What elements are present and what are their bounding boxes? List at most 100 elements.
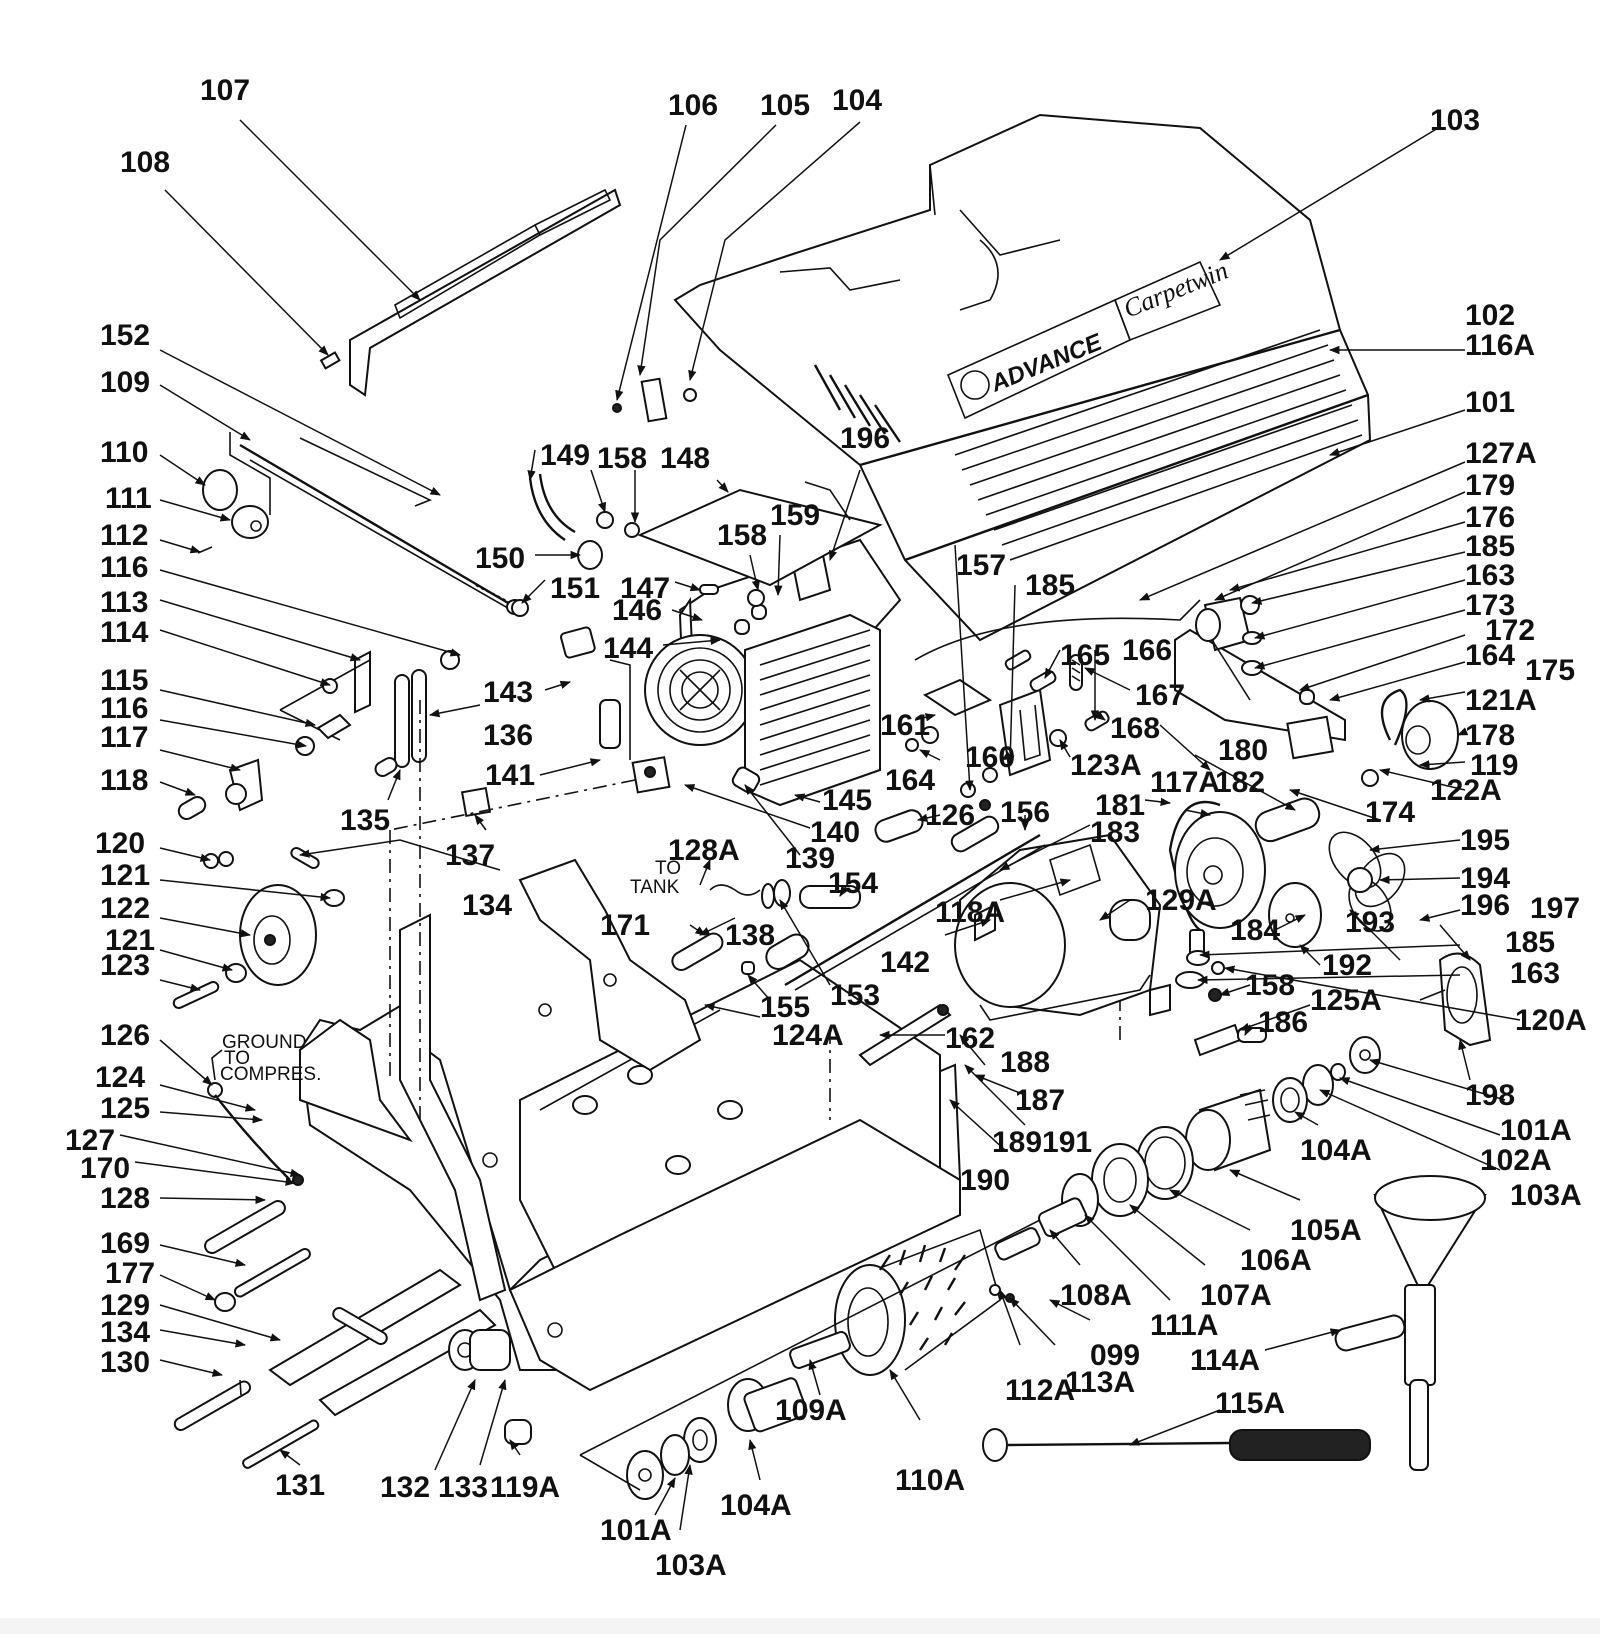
- callout-151: 151: [550, 572, 600, 605]
- callout-196-upper: 196: [840, 422, 890, 455]
- callout-183: 183: [1090, 816, 1140, 849]
- callout-111a: 111A: [1150, 1309, 1218, 1342]
- callout-121-lower: 121: [105, 924, 155, 957]
- callout-116-upper: 116: [100, 551, 148, 584]
- callout-142: 142: [880, 946, 930, 979]
- callout-187: 187: [1015, 1084, 1065, 1117]
- hood-vents: [813, 364, 901, 443]
- callout-136: 136: [483, 719, 533, 752]
- wheel-assembly: [172, 884, 345, 1010]
- callout-099: 099: [1090, 1339, 1140, 1372]
- callout-106: 106: [668, 89, 718, 122]
- callout-103: 103: [1430, 104, 1480, 137]
- callout-labels: 107 108 106 105 104 103 102 116A 101 127…: [65, 74, 1587, 1582]
- callout-190: 190: [960, 1164, 1010, 1197]
- callout-130: 130: [100, 1346, 150, 1379]
- callout-114a: 114A: [1190, 1344, 1260, 1377]
- callout-170: 170: [80, 1152, 130, 1185]
- callout-127a: 127A: [1465, 437, 1537, 470]
- callout-101: 101: [1465, 386, 1515, 419]
- callout-149: 149: [540, 439, 590, 472]
- callout-128a: 128A: [668, 834, 740, 867]
- callout-164-mid: 164: [885, 764, 935, 797]
- callout-144: 144: [603, 632, 653, 665]
- callout-122a: 122A: [1430, 774, 1502, 807]
- callout-192: 192: [1322, 949, 1372, 982]
- leader-lines: [119, 119, 1521, 1531]
- callout-106a: 106A: [1240, 1244, 1312, 1277]
- callout-194: 194: [1460, 862, 1510, 895]
- drive-motor: [784, 809, 1171, 1067]
- callout-129a: 129A: [1145, 884, 1217, 917]
- callout-109: 109: [100, 366, 150, 399]
- rod-assembly: [197, 432, 524, 616]
- callout-114: 114: [100, 616, 149, 649]
- callout-172: 172: [1485, 614, 1535, 647]
- callout-171: 171: [600, 909, 650, 942]
- callout-140: 140: [810, 816, 860, 849]
- callout-197: 197: [1530, 892, 1580, 925]
- callout-107a: 107A: [1200, 1279, 1272, 1312]
- callout-163-right: 163: [1510, 957, 1560, 990]
- callout-110: 110: [100, 436, 148, 469]
- callout-120a: 120A: [1515, 1004, 1587, 1037]
- callout-113a: 113A: [1065, 1366, 1135, 1399]
- callout-102: 102: [1465, 299, 1515, 332]
- callout-132: 132: [380, 1471, 430, 1504]
- callout-108a: 108A: [1060, 1279, 1132, 1312]
- callout-110a: 110A: [895, 1464, 965, 1497]
- callout-176: 176: [1465, 501, 1515, 534]
- compressor-assembly: [511, 473, 902, 807]
- callout-115: 115: [100, 664, 148, 697]
- callout-161: 161: [880, 709, 930, 742]
- bottom-margin: [0, 1618, 1600, 1634]
- hood-cover: ADVANCE Carpetwin: [612, 113, 1372, 642]
- callout-104: 104: [832, 84, 882, 117]
- callout-182: 182: [1215, 766, 1265, 799]
- callout-174: 174: [1365, 796, 1415, 829]
- lower-linkage: [173, 1082, 532, 1469]
- callout-124: 124: [95, 1061, 145, 1094]
- callout-179: 179: [1465, 469, 1515, 502]
- callout-101a-left: 101A: [600, 1514, 672, 1547]
- callout-158-upper: 158: [597, 442, 647, 475]
- callout-146: 146: [612, 594, 662, 627]
- callout-195: 195: [1460, 824, 1510, 857]
- callout-129: 129: [100, 1289, 150, 1322]
- callout-117a: 117A: [1150, 766, 1220, 799]
- callout-188: 188: [1000, 1046, 1050, 1079]
- callout-108: 108: [120, 146, 170, 179]
- callout-116a: 116A: [1465, 329, 1535, 362]
- tank-connection: TO TANK: [630, 858, 861, 975]
- callout-185-right: 185: [1505, 926, 1555, 959]
- callout-167: 167: [1135, 679, 1185, 712]
- callout-152: 152: [100, 319, 150, 352]
- callout-189191: 189191: [992, 1126, 1092, 1159]
- callout-137: 137: [445, 839, 495, 872]
- callout-155: 155: [760, 991, 810, 1024]
- callout-112a: 112A: [1005, 1374, 1075, 1407]
- callout-123: 123: [100, 949, 150, 982]
- callout-121-upper: 121: [100, 859, 150, 892]
- callout-104a-right: 104A: [1300, 1134, 1372, 1167]
- callout-128: 128: [100, 1182, 150, 1215]
- callout-123a: 123A: [1070, 749, 1142, 782]
- hood-ribs: [954, 329, 1363, 561]
- callout-198: 198: [1465, 1079, 1515, 1112]
- callout-127: 127: [65, 1124, 115, 1157]
- callout-139: 139: [785, 842, 835, 875]
- callout-138: 138: [725, 919, 775, 952]
- lever-assembly: [177, 650, 492, 869]
- callout-196-right: 196: [1460, 889, 1510, 922]
- callout-165: 165: [1060, 639, 1110, 672]
- callout-157: 157: [956, 549, 1006, 582]
- callout-111: 111: [105, 482, 152, 515]
- callout-118a: 118A: [935, 896, 1005, 929]
- to-tank-label-line1: TO: [655, 858, 681, 879]
- callout-131: 131: [275, 1469, 325, 1502]
- callout-169: 169: [100, 1227, 150, 1260]
- callout-186: 186: [1258, 1006, 1308, 1039]
- callout-105: 105: [760, 89, 810, 122]
- callout-154: 154: [828, 867, 878, 900]
